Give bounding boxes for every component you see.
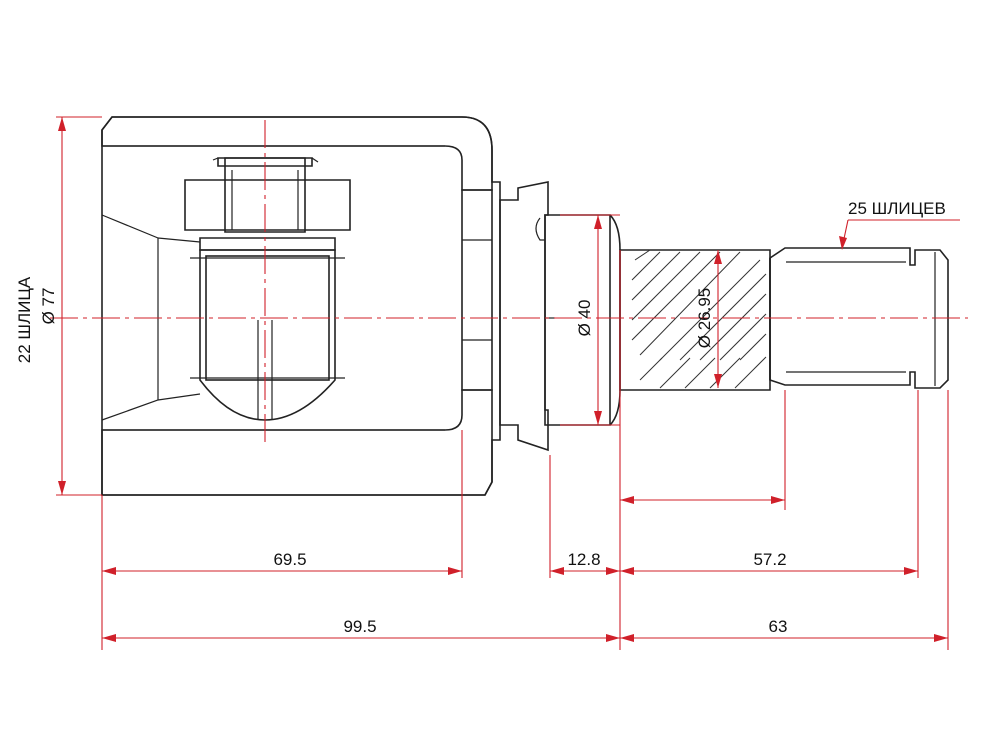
flange-neck — [499, 181, 621, 452]
dim-99-5: 99.5 — [343, 617, 376, 636]
dim-69-5: 69.5 — [273, 550, 306, 569]
center-lines — [50, 120, 968, 442]
housing — [101, 116, 501, 496]
dimension-labels: 69.5 12.8 57.2 99.5 63 25 ШЛИЦЕВ Ø 77 22… — [15, 199, 946, 636]
dim-inner-splines: 22 ШЛИЦА — [15, 276, 34, 363]
dim-63: 63 — [769, 617, 788, 636]
dim-diameter-26-95: Ø 26.95 — [695, 288, 714, 349]
dim-12-8: 12.8 — [567, 550, 600, 569]
dim-diameter-77: Ø 77 — [39, 288, 58, 325]
splined-shaft — [619, 247, 949, 391]
dim-outer-splines: 25 ШЛИЦЕВ — [848, 199, 946, 218]
tripod-assembly — [184, 157, 351, 421]
dim-57-2: 57.2 — [753, 550, 786, 569]
dim-diameter-40: Ø 40 — [575, 300, 594, 337]
dimension-lines — [58, 117, 960, 642]
extension-lines — [56, 116, 949, 650]
